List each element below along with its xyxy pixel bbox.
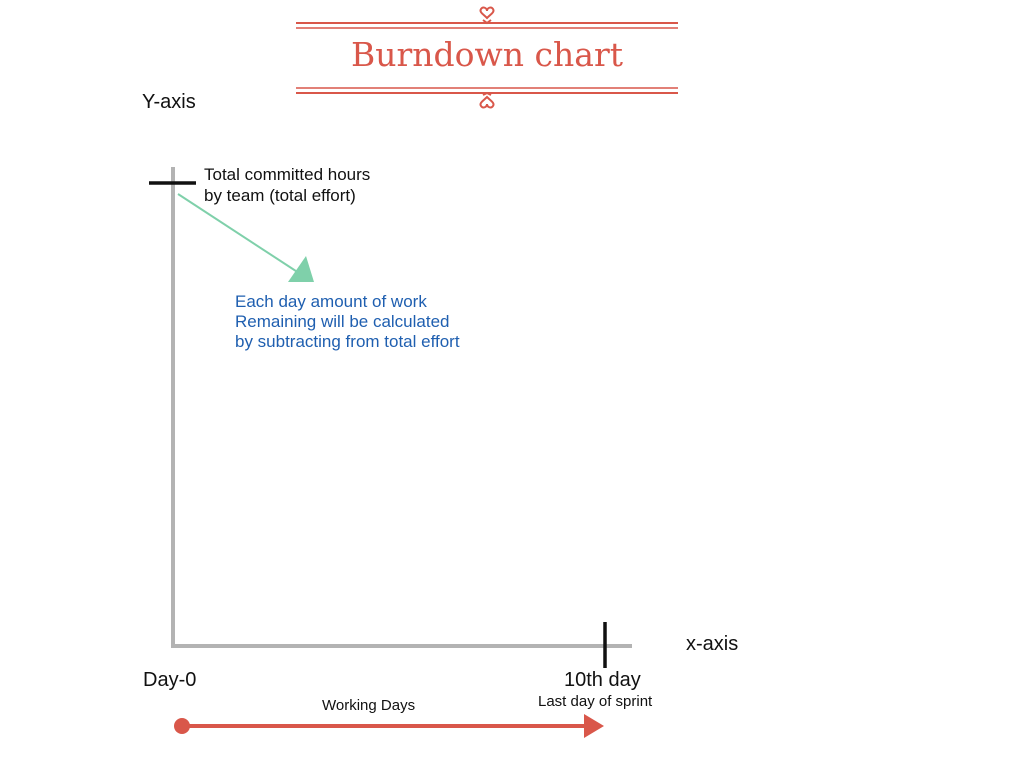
remaining-work-line-3: by subtracting from total effort: [235, 332, 460, 351]
total-effort-annotation: Total committed hours by team (total eff…: [204, 164, 370, 206]
top-heart-icon: [479, 6, 495, 25]
day-zero-label: Day-0: [143, 669, 197, 691]
working-days-arrow-icon: [174, 714, 604, 738]
title-ornament: [296, 6, 678, 109]
last-day-note: Last day of sprint: [538, 693, 653, 710]
working-days-label: Working Days: [322, 697, 416, 714]
remaining-work-annotation: Each day amount of work Remaining will b…: [235, 292, 460, 352]
remaining-work-line-1: Each day amount of work: [235, 292, 427, 311]
y-axis-label: Y-axis: [142, 91, 196, 113]
bottom-heart-icon: [479, 91, 495, 109]
tenth-day-label: 10th day: [564, 669, 641, 691]
x-axis-label: x-axis: [686, 633, 739, 655]
total-effort-line-2: by team (total effort): [204, 186, 356, 205]
remaining-work-line-2: Remaining will be calculated: [235, 312, 450, 331]
total-effort-line-1: Total committed hours: [204, 165, 371, 184]
burndown-arrow-icon: [177, 193, 314, 282]
title-banner: Burndown chart: [0, 0, 1024, 120]
page-title: Burndown chart: [351, 35, 623, 74]
